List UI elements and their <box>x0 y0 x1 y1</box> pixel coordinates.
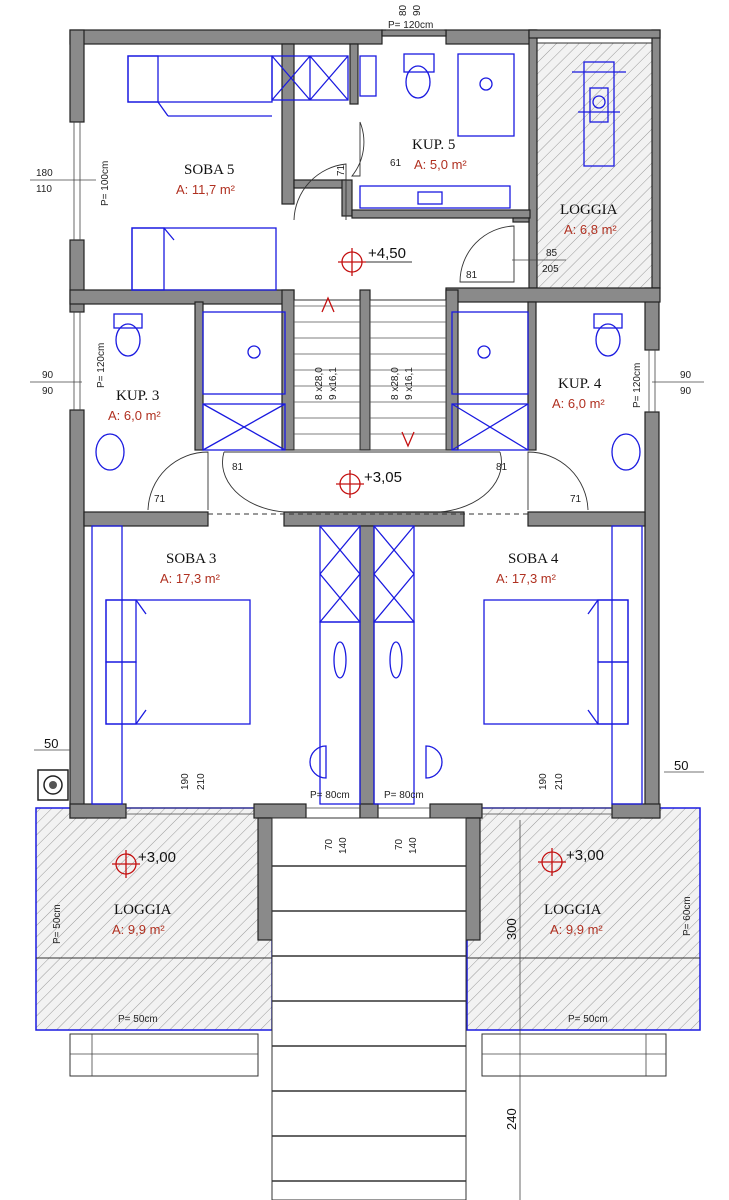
kup4-fixtures <box>451 311 641 471</box>
stair-arrow-down <box>401 431 415 448</box>
kup4-area: A: 6,0 m² <box>552 396 605 411</box>
dim-50-right: 50 <box>674 758 688 773</box>
kup3-area: A: 6,0 m² <box>108 408 161 423</box>
dim-left-90b: 90 <box>42 386 54 397</box>
soba5-name: SOBA 5 <box>184 162 234 178</box>
soba5-text: SOBA 5 A: 11,7 m² <box>176 162 236 197</box>
dim-door-81-left: 81 <box>232 462 244 473</box>
door-arc-kup5 <box>351 121 365 177</box>
dim-door-p80-right: P= 80cm <box>384 790 424 801</box>
dim-soba5-window: P= 100cm <box>100 161 111 206</box>
level-marker-landing: +3,05 <box>336 469 402 498</box>
staircase <box>293 299 447 451</box>
soba4-area: A: 17,3 m² <box>496 571 557 586</box>
kup5-fixtures <box>359 53 515 209</box>
dim-240: 240 <box>504 1108 519 1130</box>
bed-single-top <box>127 55 273 117</box>
soba5-area: A: 11,7 m² <box>176 182 236 197</box>
loggia-left-floor <box>35 807 273 1031</box>
walls <box>69 29 661 941</box>
dim-left-90a: 90 <box>42 370 54 381</box>
dim-right-90b: 90 <box>680 386 692 397</box>
kup3-fixtures <box>95 311 286 471</box>
loggia-left-name: LOGGIA <box>114 902 172 918</box>
door-arc-kup4 <box>527 451 589 511</box>
dim-70-right: 70 <box>394 838 405 850</box>
dim-140-right: 140 <box>408 837 419 854</box>
loggia-right-name: LOGGIA <box>544 902 602 918</box>
dim-300: 300 <box>504 918 519 940</box>
dim-door-71-right: 71 <box>570 494 582 505</box>
dim-70-left: 70 <box>324 838 335 850</box>
kup5-area: A: 5,0 m² <box>414 157 467 172</box>
stair-arrow-up <box>321 296 335 313</box>
loggia-top-name: LOGGIA <box>560 202 618 218</box>
soba3-fixtures <box>91 525 361 805</box>
loggia-right-area: A: 9,9 m² <box>550 922 603 937</box>
dim-loggia-left-bottom: P= 50cm <box>118 1014 158 1025</box>
dim-kup4-window: P= 120cm <box>632 363 643 408</box>
dim-loggia-left-side: P= 50cm <box>52 904 63 944</box>
dim-205: 205 <box>542 264 559 275</box>
level-loggia-right: +3,00 <box>566 847 604 864</box>
dim-door-81-right: 81 <box>496 462 508 473</box>
kup4-name: KUP. 4 <box>558 376 602 392</box>
soba4-fixtures <box>373 525 643 805</box>
level-landing: +3,05 <box>364 469 402 486</box>
dim-140-left: 140 <box>338 837 349 854</box>
bed-single-bottom <box>131 227 277 291</box>
dimension-lines <box>30 29 704 1200</box>
kup5-name: KUP. 5 <box>412 137 455 153</box>
loggia-left-area: A: 9,9 m² <box>112 922 165 937</box>
dim-50-left: 50 <box>44 736 58 751</box>
railings <box>69 1033 667 1077</box>
level-marker-upper: +4,50 <box>338 245 412 276</box>
exercise-equipment <box>572 61 626 167</box>
level-marker-loggia-right: +3,00 <box>538 847 604 876</box>
dim-door-71-left: 71 <box>154 494 166 505</box>
exterior-stairs <box>271 817 467 1200</box>
door-arc-loggia-top <box>459 225 515 283</box>
level-marker-loggia-left: +3,00 <box>112 849 176 878</box>
dim-85: 85 <box>546 248 558 259</box>
dim-door-61: 61 <box>390 158 402 169</box>
soba3-name: SOBA 3 <box>166 551 216 567</box>
stairs-right-label: 8 x28,0 <box>390 367 401 400</box>
level-loggia-left: +3,00 <box>138 849 176 866</box>
door-arc-kup3 <box>147 451 209 511</box>
door-arc-landing <box>222 451 502 513</box>
dim-door-p80-left: P= 80cm <box>310 790 350 801</box>
dim-210-right: 210 <box>554 773 565 790</box>
dim-right-90a: 90 <box>680 370 692 381</box>
dim-210-left: 210 <box>196 773 207 790</box>
dim-loggia-right-bottom: P= 50cm <box>568 1014 608 1025</box>
loggia-right-floor <box>466 807 701 1031</box>
windows <box>73 122 656 815</box>
chimney-icon <box>37 769 69 801</box>
stairs-left-label2: 9 x16,1 <box>328 367 339 400</box>
dim-190-right: 190 <box>538 773 549 790</box>
stairs-right-label2: 9 x16,1 <box>404 367 415 400</box>
dim-top-90: 90 <box>412 4 423 16</box>
dim-190-left: 190 <box>180 773 191 790</box>
kup3-name: KUP. 3 <box>116 388 159 404</box>
dim-left-110: 110 <box>36 184 52 195</box>
level-upper: +4,50 <box>368 245 406 262</box>
soba3-area: A: 17,3 m² <box>160 571 221 586</box>
dim-door-81-top: 81 <box>466 270 478 281</box>
wardrobe-soba5 <box>271 55 349 101</box>
dim-kup3-window: P= 120cm <box>96 343 107 388</box>
stairs-left-label: 8 x28,0 <box>314 367 325 400</box>
dim-left-180: 180 <box>36 168 53 179</box>
door-arc-soba5 <box>293 163 347 221</box>
soba4-name: SOBA 4 <box>508 551 559 567</box>
dim-top-window: P= 120cm <box>388 20 433 31</box>
dim-door-71a: 71 <box>336 164 347 176</box>
dim-top-80: 80 <box>398 4 409 16</box>
loggia-top-area: A: 6,8 m² <box>564 222 617 237</box>
dim-loggia-right-side: P= 60cm <box>682 896 693 936</box>
